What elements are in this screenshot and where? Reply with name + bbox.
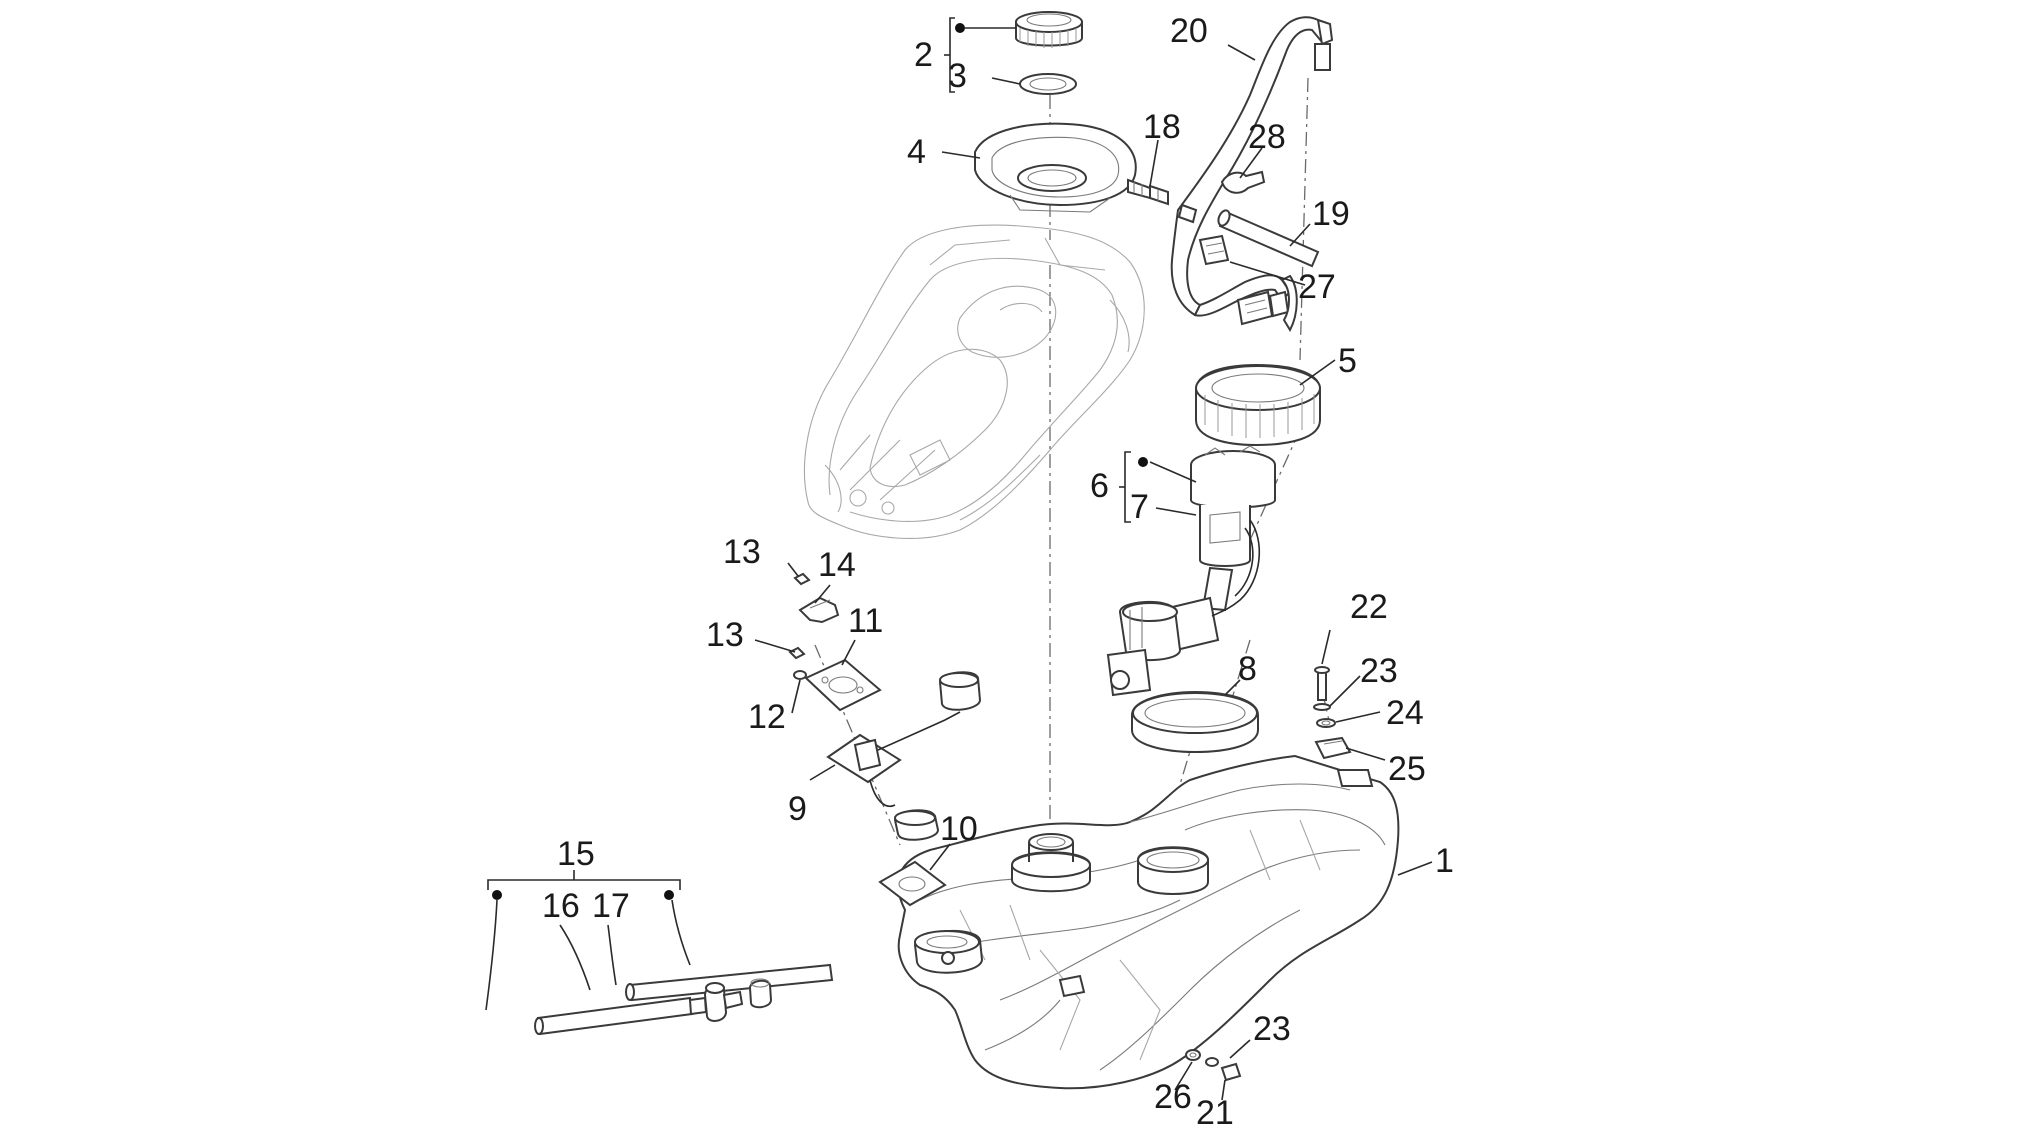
small-connector xyxy=(1198,234,1230,266)
mount-fasteners xyxy=(1313,666,1352,760)
callout-15: 15 xyxy=(557,835,595,873)
fuel-tank xyxy=(897,754,1400,1090)
fuel-line-assembly xyxy=(534,963,834,1036)
callout-23a: 23 xyxy=(1360,652,1398,690)
callout-19: 19 xyxy=(1312,195,1350,233)
callout-7: 7 xyxy=(1130,488,1149,526)
callout-14: 14 xyxy=(818,546,856,584)
bottom-fasteners xyxy=(1185,1049,1242,1082)
callout-leaders xyxy=(485,17,1433,1101)
pump-lock-ring xyxy=(1195,363,1321,447)
callout-13a: 13 xyxy=(723,533,761,571)
sensor-gasket xyxy=(878,860,947,907)
fuel-level-sensor xyxy=(826,671,982,841)
callout-9: 9 xyxy=(788,790,807,828)
fuel-pump-assembly xyxy=(1106,445,1276,697)
callout-11: 11 xyxy=(848,602,883,640)
callout-3: 3 xyxy=(948,57,967,95)
kit-markers xyxy=(492,23,1148,900)
callout-18: 18 xyxy=(1143,108,1181,146)
callout-16: 16 xyxy=(542,887,580,925)
callout-2: 2 xyxy=(914,36,933,74)
hose-connector xyxy=(1127,178,1169,206)
callout-17: 17 xyxy=(592,887,630,925)
callout-6: 6 xyxy=(1090,467,1109,505)
callout-10: 10 xyxy=(940,810,978,848)
callout-8: 8 xyxy=(1238,650,1257,688)
callout-25: 25 xyxy=(1388,750,1426,788)
callout-26: 26 xyxy=(1154,1078,1192,1116)
filler-cap xyxy=(1015,11,1083,48)
callout-labels: 1 2 3 4 5 6 7 8 9 10 11 12 13 13 14 15 1… xyxy=(542,12,1454,1126)
callout-24: 24 xyxy=(1386,694,1424,732)
callout-12: 12 xyxy=(748,698,786,736)
breather-pipe xyxy=(1217,209,1320,268)
callout-22: 22 xyxy=(1350,588,1388,626)
callout-21: 21 xyxy=(1196,1094,1234,1126)
pump-gasket xyxy=(1131,690,1259,754)
callout-5: 5 xyxy=(1338,342,1357,380)
hose-clip xyxy=(1220,170,1266,194)
callout-23b: 23 xyxy=(1253,1010,1291,1048)
callout-20: 20 xyxy=(1170,12,1208,50)
vent-hose xyxy=(1170,16,1334,333)
filler-tray xyxy=(974,122,1137,213)
callout-13b: 13 xyxy=(706,616,744,654)
callout-28: 28 xyxy=(1248,118,1286,156)
cap-gasket xyxy=(1019,73,1077,95)
seat-compartment xyxy=(803,224,1145,539)
callout-4: 4 xyxy=(907,133,926,171)
callout-27: 27 xyxy=(1298,268,1336,306)
sensor-mount-hardware xyxy=(788,572,882,712)
callout-1: 1 xyxy=(1435,842,1454,880)
